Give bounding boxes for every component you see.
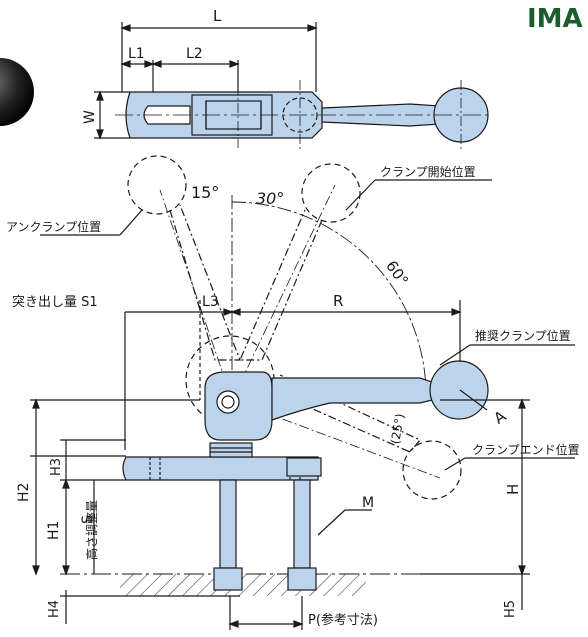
- dim-H1: H1: [46, 521, 62, 540]
- logo-text: IMA: [527, 4, 583, 34]
- side-view: [30, 155, 575, 630]
- dim-A: A: [490, 407, 509, 428]
- dim-S: S: [80, 515, 96, 524]
- brand-logo: IMA: [527, 4, 583, 34]
- dim-H4: H4: [47, 600, 62, 618]
- dim-W: W: [82, 110, 98, 124]
- label-protrusion-amount: 突き出し量 S1: [12, 294, 98, 310]
- label-recommended-clamp-position: 推奨クランプ位置: [475, 328, 571, 343]
- dim-L1: L1: [128, 46, 145, 62]
- label-unclamp-position: アンクランプ位置: [6, 219, 101, 234]
- angle-60: 60°: [382, 257, 412, 289]
- label-clamp-start-position: クランプ開始位置: [380, 164, 476, 179]
- dim-L2: L2: [186, 46, 203, 62]
- dim-L3: L3: [202, 294, 219, 310]
- angle-30: 30°: [256, 189, 284, 208]
- dim-H3: H3: [49, 458, 64, 476]
- knob-photo-icon: [0, 58, 34, 126]
- top-view: [94, 22, 490, 150]
- dim-H2: H2: [16, 483, 32, 502]
- dim-P: P(参考寸法): [308, 612, 378, 628]
- label-clamp-end-position: クランプエンド位置: [472, 442, 580, 457]
- floor-hatch: [120, 574, 366, 596]
- label-height-adjustment: 高さ調整量: [84, 500, 99, 560]
- dim-L: L: [213, 7, 222, 25]
- dim-H5: H5: [503, 600, 518, 618]
- dim-M: M: [362, 495, 374, 511]
- dim-R: R: [333, 292, 343, 310]
- dim-H: H: [504, 484, 522, 495]
- angle-25: (25°): [388, 413, 407, 446]
- angle-15: 15°: [191, 183, 219, 202]
